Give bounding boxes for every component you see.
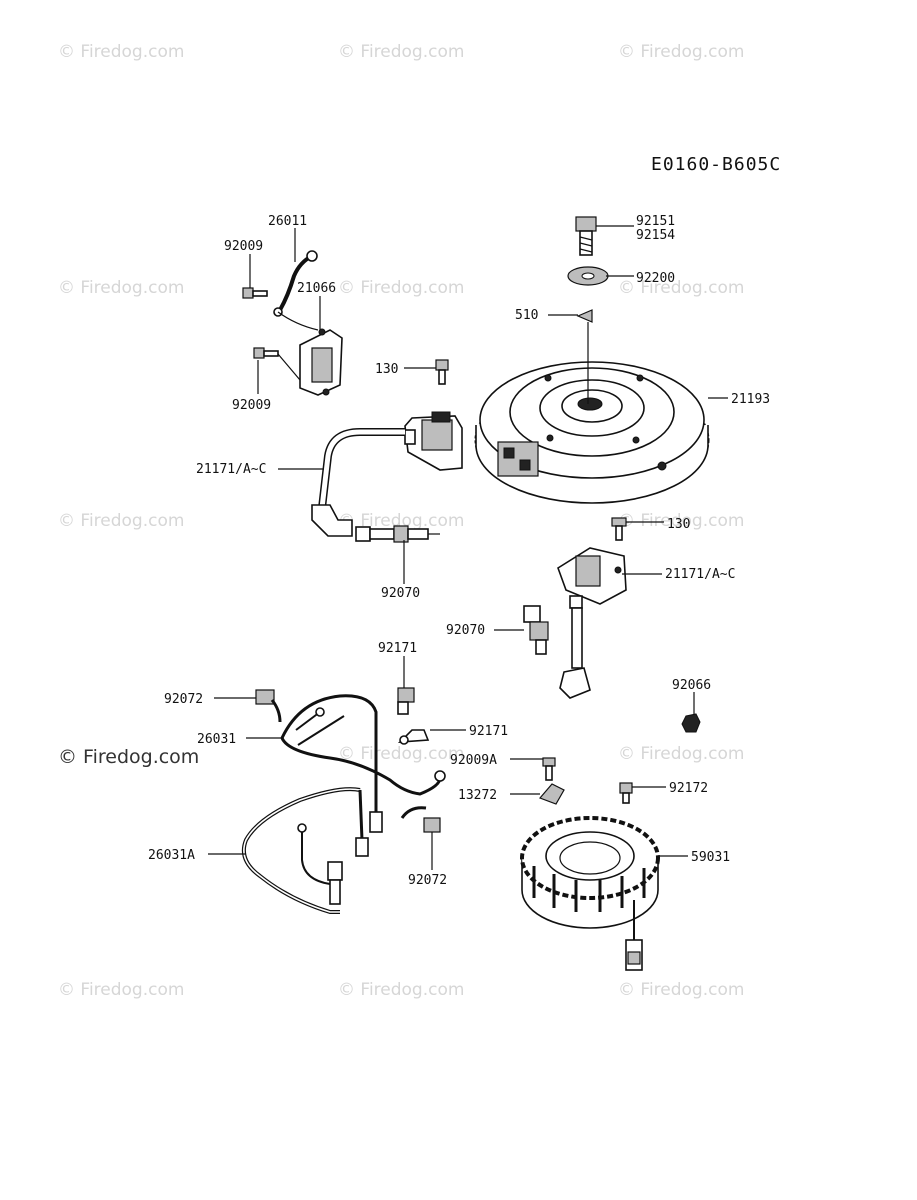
screw-92009a — [542, 757, 556, 781]
label-92009-top: 92009 — [224, 239, 263, 254]
harness-terminal — [306, 250, 318, 262]
label-26011: 26011 — [268, 214, 307, 229]
label-92154: 92154 — [636, 228, 675, 243]
coil-screw-top — [435, 359, 449, 385]
label-92171-top: 92171 — [378, 641, 417, 656]
watermark: © Firedog.com — [618, 278, 745, 298]
label-59031: 59031 — [691, 850, 730, 865]
stator — [520, 816, 660, 971]
watermark: © Firedog.com — [58, 42, 185, 62]
watermark: © Firedog.com — [338, 42, 465, 62]
watermark: © Firedog.com — [58, 278, 185, 298]
watermark: © Firedog.com — [618, 511, 745, 531]
watermark: © Firedog.com — [338, 278, 465, 298]
flywheel-key — [576, 309, 593, 323]
firedog-watermark: © Firedog.com — [58, 746, 200, 768]
ignition-coil-left — [311, 411, 463, 537]
watermark: © Firedog.com — [338, 511, 465, 531]
label-21193: 21193 — [731, 392, 770, 407]
label-21171-left: 21171/A~C — [196, 462, 266, 477]
label-21066: 21066 — [297, 281, 336, 296]
watermark: © Firedog.com — [338, 980, 465, 1000]
bracket-13272 — [538, 783, 565, 805]
flywheel — [474, 361, 710, 504]
watermark: © Firedog.com — [58, 980, 185, 1000]
label-26031: 26031 — [197, 732, 236, 747]
screw-92009-bottom — [253, 347, 301, 381]
label-92072-bottom: 92072 — [408, 873, 447, 888]
watermark: © Firedog.com — [618, 42, 745, 62]
label-92070-right: 92070 — [446, 623, 485, 638]
label-92009a: 92009A — [450, 753, 497, 768]
watermark: © Firedog.com — [618, 980, 745, 1000]
label-92172: 92172 — [669, 781, 708, 796]
screw-92172 — [619, 782, 633, 804]
label-92200: 92200 — [636, 271, 675, 286]
watermark: © Firedog.com — [58, 511, 185, 531]
label-92072-top: 92072 — [164, 692, 203, 707]
wiring-harness-26031 — [280, 694, 446, 833]
label-130-top: 130 — [375, 362, 398, 377]
label-92009-bottom: 92009 — [232, 398, 271, 413]
label-13272: 13272 — [458, 788, 497, 803]
terminal-92072-top — [255, 689, 282, 723]
spark-plug-right — [523, 605, 549, 655]
label-26031a: 26031A — [148, 848, 195, 863]
watermark: © Firedog.com — [338, 744, 465, 764]
terminal-92072-bottom — [400, 806, 441, 833]
label-130-right: 130 — [667, 517, 690, 532]
ignition-coil-right — [557, 547, 627, 699]
diagram-code: E0160-B605C — [651, 154, 782, 175]
label-21171-right: 21171/A~C — [665, 567, 735, 582]
label-510: 510 — [515, 308, 538, 323]
label-92066: 92066 — [672, 678, 711, 693]
label-92151: 92151 — [636, 214, 675, 229]
flywheel-bolt — [575, 216, 597, 256]
spark-plug-left — [355, 525, 440, 543]
wiring-harness-26031a — [241, 787, 369, 914]
nut-92066 — [681, 713, 701, 733]
label-92070-left: 92070 — [381, 586, 420, 601]
watermark: © Firedog.com — [618, 744, 745, 764]
label-92171-mid: 92171 — [469, 724, 508, 739]
screw-92009-top — [242, 287, 268, 299]
connector-92171 — [397, 687, 430, 745]
coil-screw-right — [611, 517, 627, 541]
regulator — [299, 328, 343, 396]
